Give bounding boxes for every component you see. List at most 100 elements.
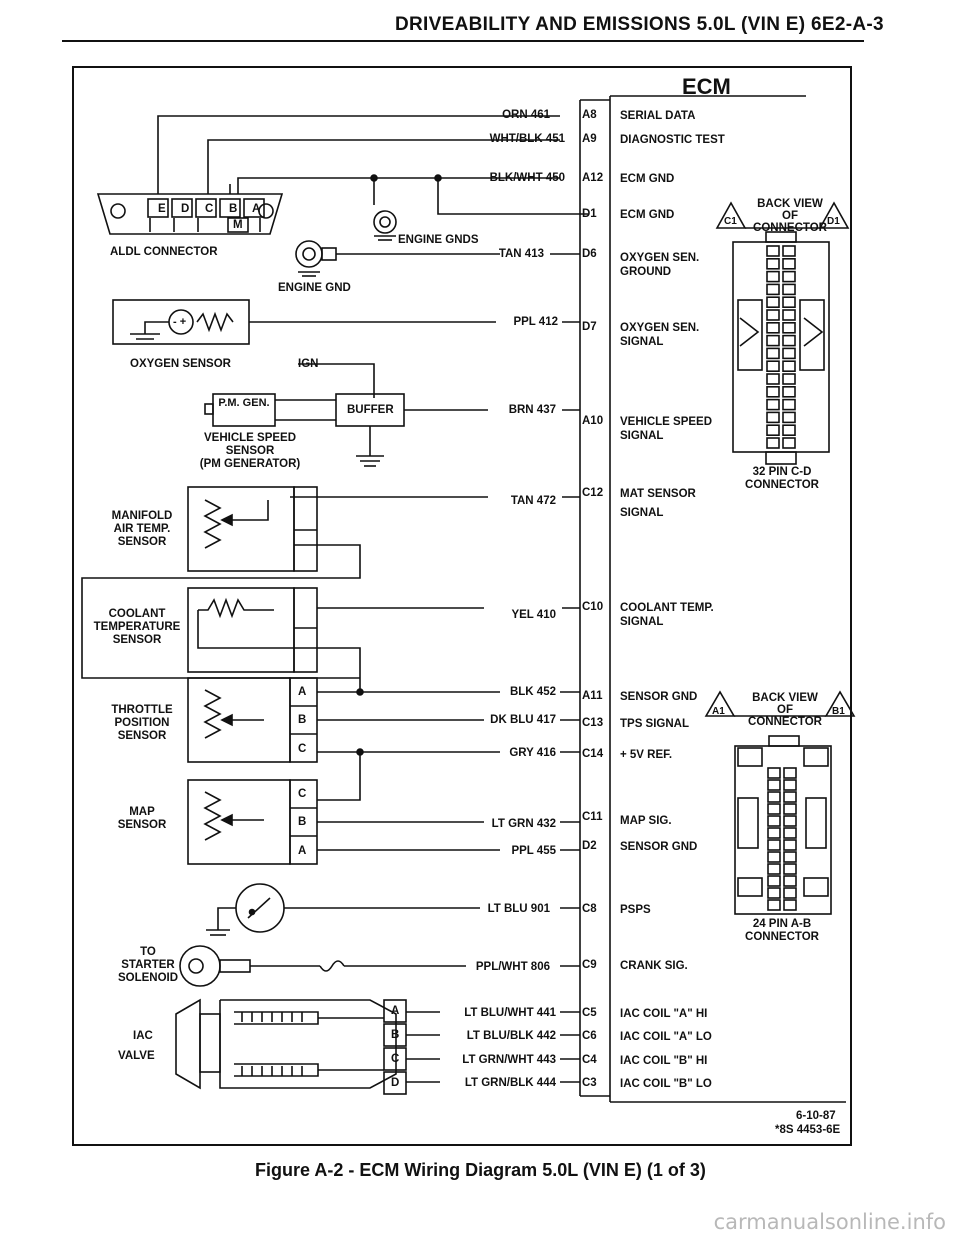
buffer-label: BUFFER (347, 404, 394, 416)
wire-label: PPL 455 (511, 845, 556, 857)
ecm-pin: C13 (582, 717, 604, 729)
psps-switch-shape (206, 883, 580, 936)
iac-pin-c: C (391, 1053, 400, 1065)
page-header: DRIVEABILITY AND EMISSIONS 5.0L (VIN E) … (395, 14, 884, 35)
connector-pin-cavity (766, 385, 780, 398)
vss-label-2: SENSOR (225, 445, 275, 457)
wire-label: TAN 472 (510, 495, 556, 507)
map-pin-b: B (298, 816, 307, 828)
connector-pin-cavity (766, 334, 780, 347)
tps-label-1: THROTTLE (111, 704, 173, 716)
mat-label-2: AIR TEMP. (113, 523, 171, 535)
wire-label: BLK 452 (509, 686, 556, 698)
connector-pin-cavity (782, 398, 796, 411)
iac-pin-d: D (391, 1077, 400, 1089)
signal-name-1: VEHICLE SPEED (620, 416, 713, 428)
signal-name: SERIAL DATA (620, 110, 696, 122)
connector-pin-cavity (766, 270, 780, 283)
oxygen-sensor-label: OXYGEN SENSOR (130, 358, 231, 370)
ecm-pin: C5 (582, 1007, 597, 1019)
aldl-connector-shape (96, 193, 284, 235)
map-sensor-shape (187, 779, 580, 865)
wire-label: ORN 461 (502, 109, 550, 121)
signal-name-2: SIGNAL (620, 616, 664, 628)
connector-pin-cavity (766, 398, 780, 411)
ecm-pin: A8 (582, 109, 597, 121)
tps-pin-c: C (298, 743, 307, 755)
connector-pin-cavity (782, 411, 796, 424)
connector-pin-cavity (782, 309, 796, 321)
connector-pin-cavity (782, 437, 796, 449)
signal-name-2: GROUND (620, 266, 672, 278)
connector-pin-cavity (783, 839, 797, 851)
signal-name: ECM GND (620, 173, 675, 185)
map-pin-c: C (298, 788, 307, 800)
tps-pin-a: A (298, 686, 307, 698)
connector-pin-cavity (767, 827, 781, 839)
connector-pin-cavity (783, 791, 797, 803)
iac-label-2: VALVE (118, 1050, 155, 1062)
connector-ab-pins (767, 767, 797, 911)
connector-pin-cavity (782, 347, 796, 360)
connector-pin-cavity (783, 827, 797, 839)
connector-pin-cavity (766, 347, 780, 360)
connector-pin-cavity (783, 851, 797, 863)
signal-name: SENSOR GND (620, 691, 698, 703)
diagram-frame (72, 66, 852, 1146)
wire-label: LT GRN/BLK 444 (464, 1077, 556, 1089)
connector-pin-cavity (767, 875, 781, 887)
header-rule (62, 40, 864, 42)
connector-cd-drawing (715, 201, 850, 465)
cd-left-tag: C1 (724, 216, 737, 227)
ab-right-tag: B1 (832, 706, 845, 717)
aldl-pin-m: M (233, 219, 243, 231)
oxygen-sensor-polarity: - + (173, 316, 187, 328)
cd-back-view: BACK VIEW (757, 198, 823, 210)
signal-name: IAC COIL "B" LO (620, 1078, 712, 1090)
connector-pin-cavity (783, 803, 797, 815)
connector-pin-cavity (782, 321, 796, 334)
aldl-connector-label: ALDL CONNECTOR (110, 246, 218, 258)
connector-pin-cavity (767, 863, 781, 875)
ecm-pin: D2 (582, 840, 597, 852)
connector-pin-cavity (766, 283, 780, 296)
connector-pin-cavity (766, 411, 780, 424)
signal-name: TPS SIGNAL (620, 718, 690, 730)
tps-shape (187, 677, 580, 801)
wire-label: GRY 416 (509, 747, 556, 759)
connector-pin-cavity (767, 791, 781, 803)
connector-pin-cavity (767, 887, 781, 899)
vss-shape (204, 363, 580, 467)
signal-name: MAP SIG. (620, 815, 672, 827)
connector-pin-cavity (782, 257, 796, 270)
connector-pin-cavity (767, 779, 781, 791)
ecm-pin: C12 (582, 487, 604, 499)
connector-cd-pins (766, 245, 796, 449)
vss-label-3: (PM GENERATOR) (199, 458, 301, 470)
aldl-pin-c: C (205, 203, 214, 215)
cd-size-2: CONNECTOR (745, 479, 819, 491)
connector-pin-cavity (766, 257, 780, 270)
aldl-pin-b: B (229, 203, 238, 215)
ecm-pin: A10 (582, 415, 604, 427)
aldl-pin-e: E (158, 203, 166, 215)
connector-pin-cavity (783, 887, 797, 899)
connector-pin-cavity (783, 863, 797, 875)
ab-size-2: CONNECTOR (745, 931, 819, 943)
ab-connector: CONNECTOR (748, 716, 822, 728)
ecm-pin: C4 (582, 1054, 597, 1066)
connector-pin-cavity (782, 424, 796, 437)
map-label-2: SENSOR (117, 819, 167, 831)
signal-name: ECM GND (620, 209, 675, 221)
signal-name: CRANK SIG. (620, 960, 688, 972)
wire-label: YEL 410 (511, 609, 556, 621)
ecm-pin: A9 (582, 133, 597, 145)
cd-size-1: 32 PIN C-D (752, 466, 812, 478)
signal-name: IAC COIL "A" LO (620, 1031, 712, 1043)
starter-label-1: TO (140, 946, 156, 958)
cd-of: OF (782, 210, 798, 222)
ecm-pin: A11 (582, 690, 603, 702)
connector-pin-cavity (766, 245, 780, 257)
cd-connector: CONNECTOR (753, 222, 827, 234)
wire-label: PPL/WHT 806 (475, 961, 550, 973)
